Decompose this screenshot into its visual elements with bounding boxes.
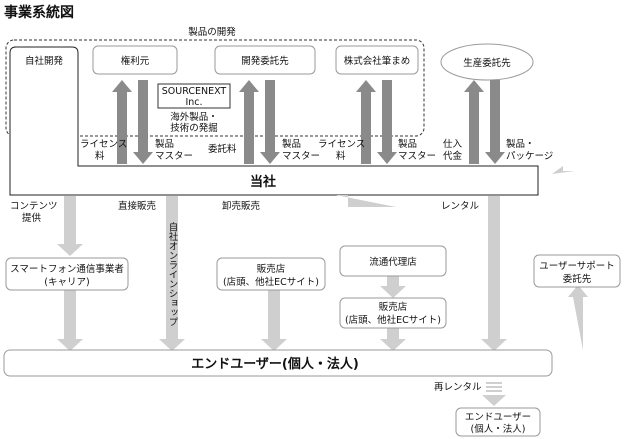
distributor-box [339,245,447,277]
store-b-box [339,297,447,329]
production-contractor-ellipse [440,43,534,81]
label-rental: レンタル [441,201,480,212]
re-rental-stripe-2 [486,386,502,388]
label-license-1b: 料 [95,150,105,162]
support-label-1: ユーザーサポート [539,261,615,272]
development-group-frame [5,39,425,137]
arrow-carrier-to-enduser [57,290,83,351]
distributor-label: 流通代理店 [369,256,417,268]
label-product-pkg-1: 製品・ [506,138,535,150]
page-title: 事業系統図 [4,4,74,21]
label-product-master-2a: 製品 [282,138,301,150]
carrier-box [5,257,129,291]
carrier-label-1: スマートフォン通信事業者 [10,263,124,275]
store-b-label-2: (店頭、他社ECサイト) [345,314,441,326]
arrow-support-enduser [568,285,588,350]
label-purchase-2: 代金 [443,150,463,162]
store-a-label-1: 販売店 [257,263,286,275]
arrow-store-a-to-enduser [261,290,287,351]
label-content-2: 提供 [22,212,42,224]
label-content-1: コンテンツ [10,201,58,212]
arrow-online-shop [159,196,185,351]
support-box [533,254,621,288]
label-license-2a: ライセンス [318,139,365,150]
rights-holder-label: 権利元 [121,55,150,67]
development-group-label: 製品の開発 [188,26,236,38]
end-user-label: エンドユーザー(個人・法人) [191,356,359,372]
label-wholesale: 卸売販売 [222,200,260,212]
end-user-box [3,349,553,377]
re-rental-stripe-3 [486,390,502,392]
brush-co-box [335,45,419,75]
arrow-product-package [485,80,505,164]
label-direct-sales: 直接販売 [118,200,156,212]
sourcenext-desc-1: 海外製品・ [170,111,218,123]
label-license-1a: ライセンス [80,139,127,150]
store-a-label-2: (店頭、他社ECサイト) [223,276,319,288]
label-product-master-2b: マスター [282,151,320,162]
production-contractor-label: 生産委託先 [463,57,511,69]
re-rental-stripe-1 [486,382,502,384]
label-product-master-3a: 製品 [398,138,417,150]
self-development-label: 自社開発 [25,55,64,67]
arrow-purchase-payment [464,80,484,164]
sourcenext-inc: Inc. [185,97,202,108]
label-product-pkg-2: パッケージ [506,151,553,162]
store-a-box [216,257,326,291]
label-license-2b: 料 [336,150,346,162]
arrow-product-master-3 [377,80,397,164]
end-user-2-box [455,407,541,437]
label-product-master-1b: マスター [155,151,193,162]
arrow-product-master-2 [260,80,280,164]
arrow-license-fee-2 [356,80,376,164]
brush-co-label: 株式会社筆まめ [344,55,411,67]
label-purchase-1: 仕入 [443,138,463,150]
rights-holder-box [92,45,178,75]
arrow-distributor-to-store-b [380,276,406,298]
label-commission: 委託料 [208,143,237,155]
arrow-content-to-carrier [57,196,83,256]
label-re-rental: 再レンタル [434,382,482,393]
label-product-master-3b: マスター [398,151,436,162]
arrow-product-master-1 [133,80,153,164]
arrow-company-support [552,166,575,174]
dev-contractor-label: 開発委託先 [241,55,289,67]
sourcenext-name: SOURCENEXT [162,86,227,97]
arrow-store-b-to-enduser [380,328,406,351]
arrow-rental [481,196,507,351]
company-label: 当社 [250,174,276,190]
sourcenext-inc-box [157,83,231,109]
sourcenext-desc-2: 技術の発掘 [170,122,218,134]
arrow-re-rental [482,395,506,406]
store-b-label-1: 販売店 [379,301,408,313]
end-user-2-label-1: エンドユーザー [465,412,531,423]
carrier-label-2: (キャリア) [44,277,89,288]
arrow-license-fee-1 [112,80,132,164]
company-frame [9,46,539,196]
support-label-2: 委託先 [563,273,592,285]
arrow-commission [239,80,259,164]
end-user-2-label-2: (個人・法人) [471,423,526,435]
dev-contractor-box [214,45,316,75]
arrow-wholesale [336,195,396,207]
label-product-master-1a: 製品 [155,138,174,150]
label-online-shop: 自社オンラインショップ [167,221,179,326]
